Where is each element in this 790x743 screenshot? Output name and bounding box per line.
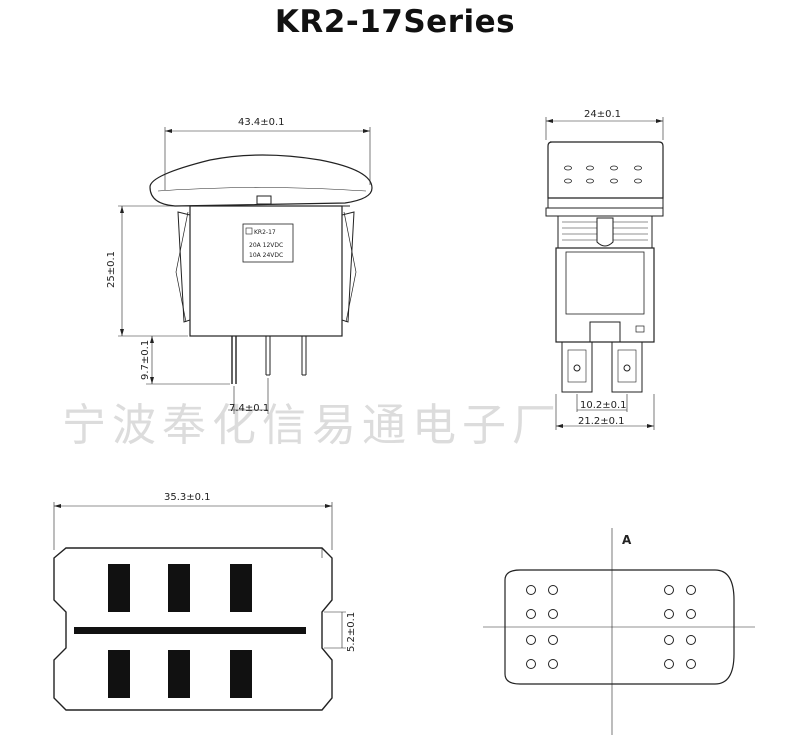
bottom-width-dimension: 35.3±0.1 xyxy=(164,492,211,503)
label-model: KR2-17 xyxy=(254,229,276,236)
side-view xyxy=(545,117,664,430)
page-title: KR2-17Series xyxy=(274,4,516,40)
top-view xyxy=(483,528,755,735)
label-rating-1: 20A 12VDC xyxy=(249,242,283,249)
terminal-length-dimension: 9.7±0.1 xyxy=(140,340,151,380)
axis-label-a: A xyxy=(622,533,632,547)
terminal-pitch-dimension: 7.4±0.1 xyxy=(229,403,269,414)
top-view-holes xyxy=(526,585,696,669)
bottom-view xyxy=(53,502,346,711)
bottom-notch-dimension: 5.2±0.1 xyxy=(346,612,357,652)
bottom-terminals xyxy=(108,564,252,698)
side-outer-dimension: 21.2±0.1 xyxy=(578,416,625,427)
front-view xyxy=(118,127,373,414)
label-rating-2: 10A 24VDC xyxy=(249,252,283,259)
side-inner-dimension: 10.2±0.1 xyxy=(580,400,627,411)
side-width-dimension: 24±0.1 xyxy=(584,109,621,120)
watermark: 宁波奉化信易通电子厂 xyxy=(62,400,562,451)
side-cap-holes xyxy=(564,165,642,184)
front-width-dimension: 43.4±0.1 xyxy=(238,117,285,128)
front-height-dimension: 25±0.1 xyxy=(106,251,117,288)
